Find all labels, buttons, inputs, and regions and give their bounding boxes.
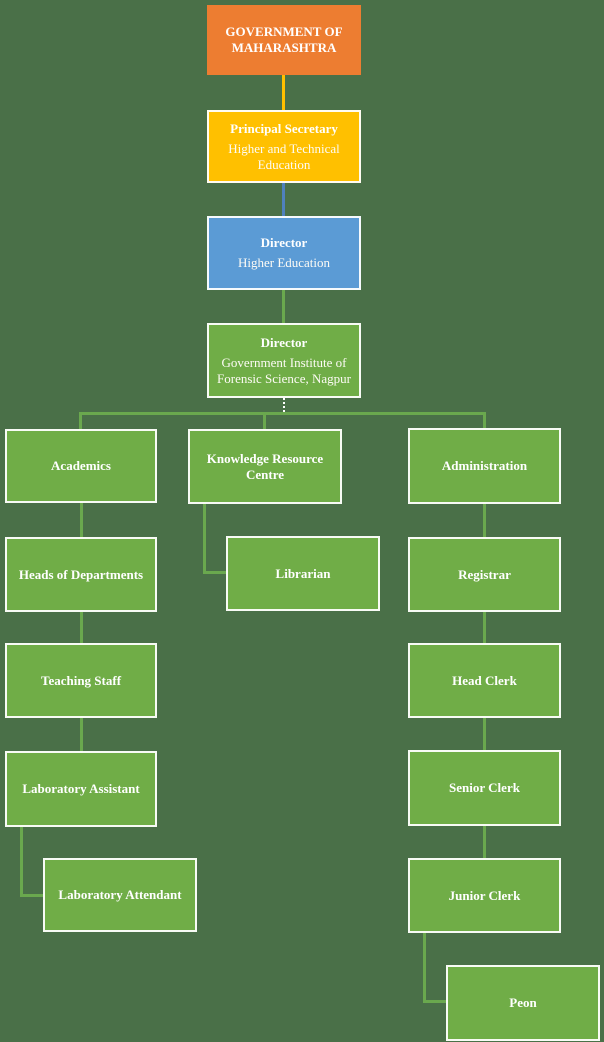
- connector-hod-teaching-staff: [80, 612, 83, 643]
- connector-krc-elbow-vertical: [203, 504, 206, 574]
- node-title: Junior Clerk: [448, 887, 521, 903]
- node-title: Knowledge Resource Centre: [206, 450, 324, 482]
- org-node-laboratory-assistant: Laboratory Assistant: [5, 751, 157, 827]
- org-node-heads-of-departments: Heads of Departments: [5, 537, 157, 612]
- connector-drop-academics: [79, 412, 82, 429]
- connector-lab-assistant-elbow-horizontal: [20, 894, 44, 897]
- node-title: Teaching Staff: [40, 672, 122, 688]
- connector-drop-krc: [263, 412, 266, 430]
- connector-administration-registrar: [483, 504, 486, 537]
- node-title: Academics: [51, 458, 111, 473]
- node-title: Director: [260, 334, 308, 350]
- node-title: Registrar: [458, 566, 511, 582]
- connector-director-he-director-gifs: [282, 290, 285, 323]
- connector-drop-administration: [483, 412, 486, 428]
- connector-junior-clerk-elbow-vertical: [423, 933, 426, 1003]
- node-title: Principal Secretary: [230, 120, 338, 136]
- connector-principal-director-he: [282, 183, 285, 216]
- node-subtitle: Higher Education: [237, 255, 331, 270]
- org-node-laboratory-attendant: Laboratory Attendant: [43, 858, 197, 932]
- org-node-librarian: Librarian: [226, 536, 380, 611]
- connector-junior-clerk-elbow-horizontal: [423, 1000, 447, 1003]
- node-title: Librarian: [275, 565, 331, 581]
- node-title: GOVERNMENT OF MAHARASHTRA: [225, 24, 343, 55]
- org-node-head-clerk: Head Clerk: [408, 643, 561, 718]
- org-node-senior-clerk: Senior Clerk: [408, 750, 561, 826]
- connector-government-principal: [282, 75, 285, 110]
- connector-teaching-lab-assistant: [80, 718, 83, 751]
- node-title: Head Clerk: [452, 672, 517, 688]
- org-node-director-gifs-nagpur: Director Government Institute of Forensi…: [207, 323, 361, 398]
- node-title: Peon: [509, 995, 537, 1010]
- org-node-principal-secretary: Principal Secretary Higher and Technical…: [207, 110, 361, 183]
- connector-academics-hod: [80, 503, 83, 537]
- org-node-knowledge-resource-centre: Knowledge Resource Centre: [188, 429, 342, 504]
- node-subtitle: Government Institute of Forensic Science…: [217, 354, 351, 386]
- org-node-director-higher-education: Director Higher Education: [207, 216, 361, 290]
- connector-lab-assistant-elbow-vertical: [20, 827, 23, 897]
- node-title: Laboratory Assistant: [22, 781, 140, 796]
- connector-senior-clerk-junior-clerk: [483, 826, 486, 858]
- node-title: Heads of Departments: [18, 566, 144, 582]
- connector-branch-rail: [79, 412, 486, 415]
- connector-registrar-head-clerk: [483, 612, 486, 643]
- org-node-registrar: Registrar: [408, 537, 561, 612]
- node-subtitle: Higher and Technical Education: [228, 140, 340, 172]
- org-node-administration: Administration: [408, 428, 561, 504]
- org-node-peon: Peon: [446, 965, 600, 1041]
- org-node-junior-clerk: Junior Clerk: [408, 858, 561, 933]
- connector-director-gifs-dotted: [283, 398, 285, 412]
- org-node-academics: Academics: [5, 429, 157, 503]
- org-node-government-of-maharashtra: GOVERNMENT OF MAHARASHTRA: [207, 5, 361, 75]
- org-node-teaching-staff: Teaching Staff: [5, 643, 157, 718]
- connector-krc-elbow-horizontal: [203, 571, 227, 574]
- node-title: Administration: [441, 458, 528, 473]
- node-title: Laboratory Attendant: [58, 887, 182, 902]
- node-title: Senior Clerk: [449, 780, 520, 795]
- connector-head-clerk-senior-clerk: [483, 718, 486, 750]
- node-title: Director: [260, 235, 308, 250]
